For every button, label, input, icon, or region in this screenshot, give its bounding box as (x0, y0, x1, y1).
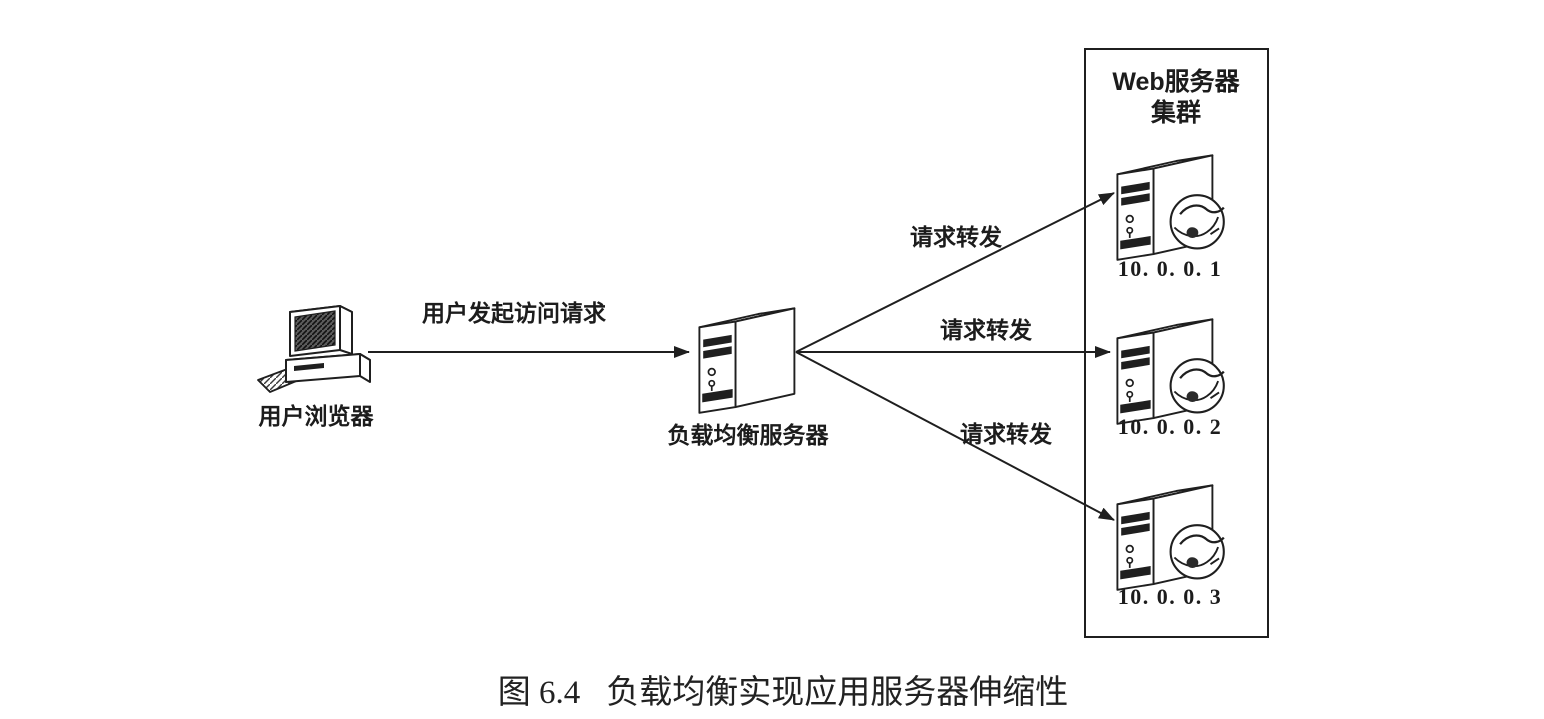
forward-arrow-1 (795, 192, 1115, 353)
cluster-box (1084, 48, 1269, 638)
server-ip-2: 10. 0. 0. 2 (1118, 414, 1223, 439)
client-computer-icon (257, 305, 371, 393)
request-arrow-label: 用户发起访问请求 (422, 300, 606, 326)
load-balancer-icon (698, 307, 796, 414)
monitor-side (339, 305, 353, 355)
cluster-title-line2: 集群 (1150, 98, 1201, 127)
monitor-screen (294, 310, 336, 352)
forward-label-1: 请求转发 (910, 224, 1002, 250)
load-balancer-label: 负载均衡服务器 (668, 422, 830, 448)
forward-arrow-3 (795, 351, 1115, 521)
drive-slot (294, 363, 324, 371)
server-ip-3: 10. 0. 0. 3 (1118, 584, 1223, 609)
base-side (359, 353, 371, 383)
cluster-title-line1: Web服务器 (1112, 68, 1240, 96)
figure-caption: 图 6.4 负载均衡实现应用服务器伸缩性 (498, 674, 1069, 711)
forward-label-2: 请求转发 (940, 317, 1032, 343)
client-label: 用户浏览器 (259, 403, 375, 429)
figure-caption-number: 图 6.4 (498, 675, 581, 711)
server-ip-1: 10. 0. 0. 1 (1118, 256, 1223, 281)
figure-caption-title: 负载均衡实现应用服务器伸缩性 (606, 674, 1068, 711)
forward-label-3: 请求转发 (960, 421, 1052, 447)
web-server-icon-3 (1117, 485, 1223, 590)
web-server-icon-1 (1117, 155, 1223, 260)
web-server-icon-2 (1117, 319, 1223, 424)
